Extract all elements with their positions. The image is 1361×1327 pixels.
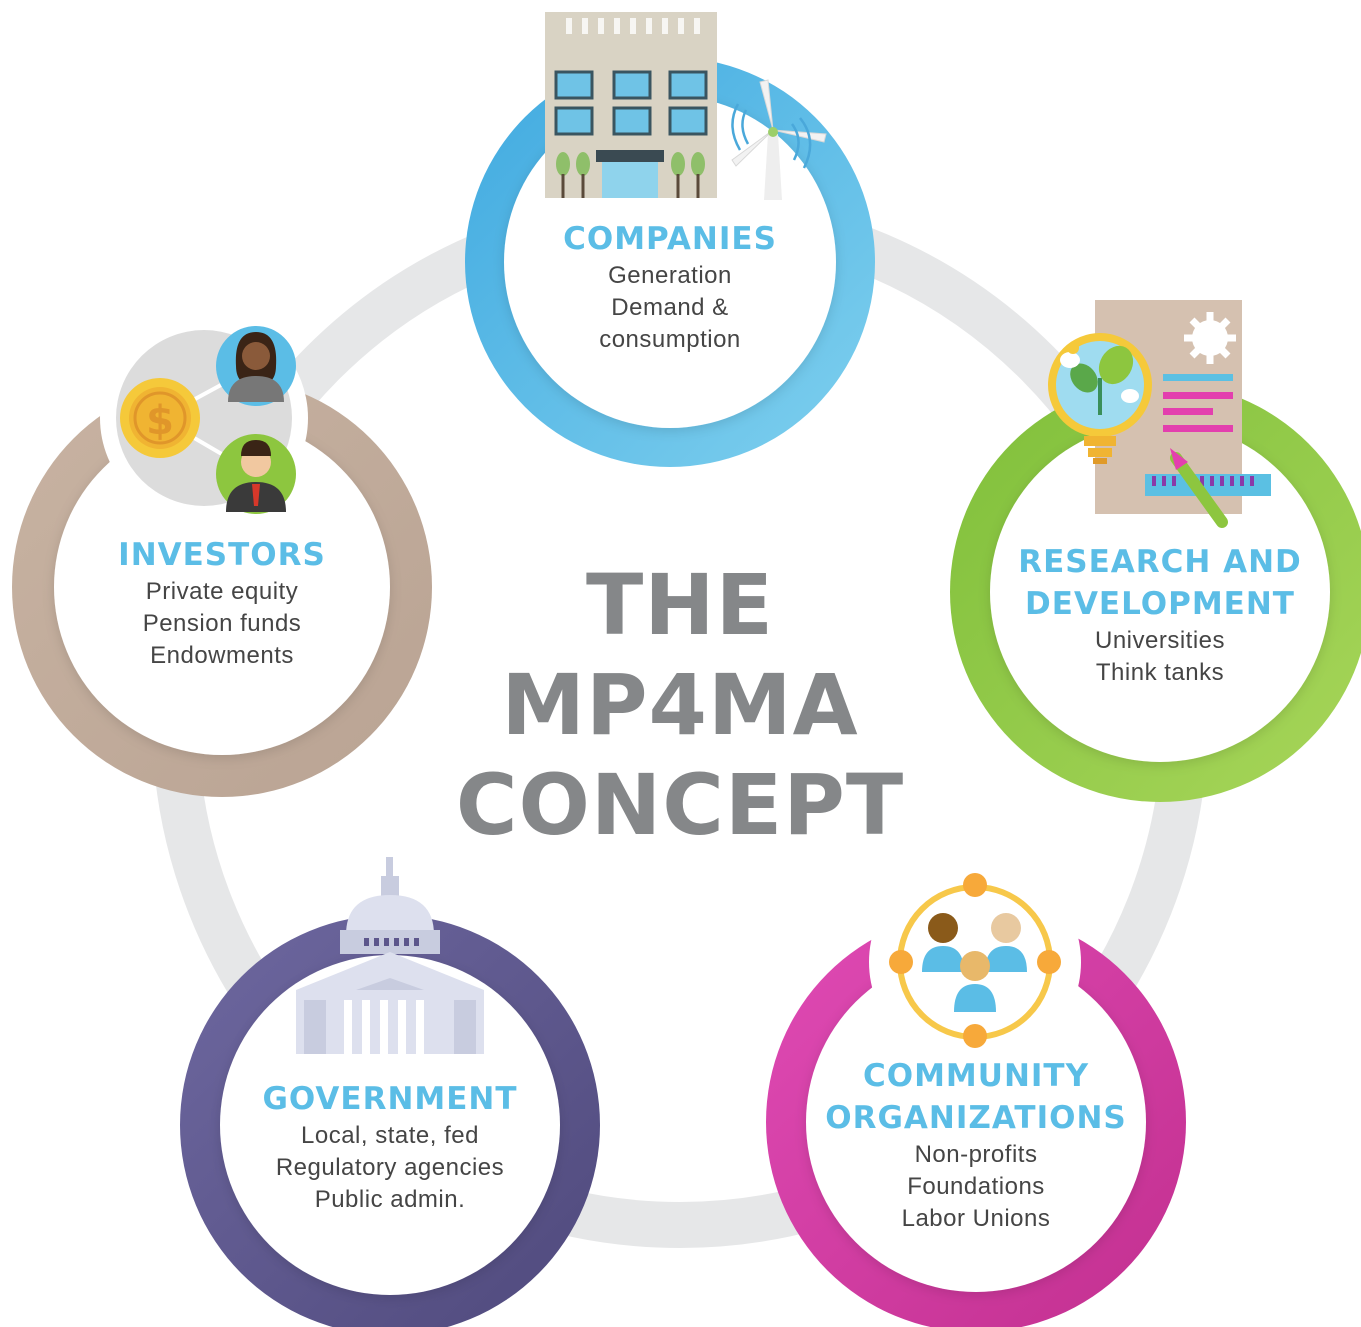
government-line: Public admin. <box>314 1186 466 1213</box>
research-title-1: RESEARCH AND <box>1018 544 1302 580</box>
companies-text: COMPANIES Generation Demand & consumptio… <box>520 218 820 356</box>
research-line: Think tanks <box>1095 659 1225 686</box>
node-investors <box>12 377 432 797</box>
investors-line: Private equity <box>145 578 299 605</box>
companies-title: COMPANIES <box>563 221 777 257</box>
center-title-line3: CONCEPT <box>455 756 905 854</box>
community-line: Labor Unions <box>901 1205 1051 1232</box>
node-community <box>766 912 1186 1327</box>
investors-text: INVESTORS Private equity Pension funds E… <box>72 534 372 672</box>
government-line: Regulatory agencies <box>275 1154 505 1181</box>
svg-text:$: $ <box>146 398 174 444</box>
research-title-2: DEVELOPMENT <box>1025 586 1295 622</box>
lightbulb-research-icon <box>1048 300 1271 528</box>
center-title: THE MP4MA CONCEPT <box>380 555 980 855</box>
community-title-1: COMMUNITY <box>862 1058 1090 1094</box>
government-line: Local, state, fed <box>301 1122 479 1149</box>
center-title-line2: MP4MA <box>501 656 859 754</box>
investors-line: Pension funds <box>142 610 302 637</box>
community-line: Non-profits <box>914 1141 1038 1168</box>
companies-line: Demand & <box>611 294 729 321</box>
capitol-building-icon <box>296 857 484 1054</box>
research-line: Universities <box>1094 627 1226 654</box>
community-title-2: ORGANIZATIONS <box>825 1100 1127 1136</box>
companies-line: Generation <box>608 262 732 289</box>
building-wind-turbine-icon <box>545 12 827 200</box>
companies-line: consumption <box>599 326 741 353</box>
investors-title: INVESTORS <box>118 537 326 573</box>
government-text: GOVERNMENT Local, state, fed Regulatory … <box>230 1078 550 1216</box>
center-title-line1: THE <box>586 556 774 654</box>
community-text: COMMUNITY ORGANIZATIONS Non-profits Foun… <box>796 1055 1156 1235</box>
community-line: Foundations <box>907 1173 1045 1200</box>
research-text: RESEARCH AND DEVELOPMENT Universities Th… <box>980 541 1340 689</box>
investors-line: Endowments <box>150 642 294 669</box>
community-people-icon <box>869 856 1081 1068</box>
investors-money-icon: $ <box>100 314 308 522</box>
government-title: GOVERNMENT <box>262 1081 518 1117</box>
